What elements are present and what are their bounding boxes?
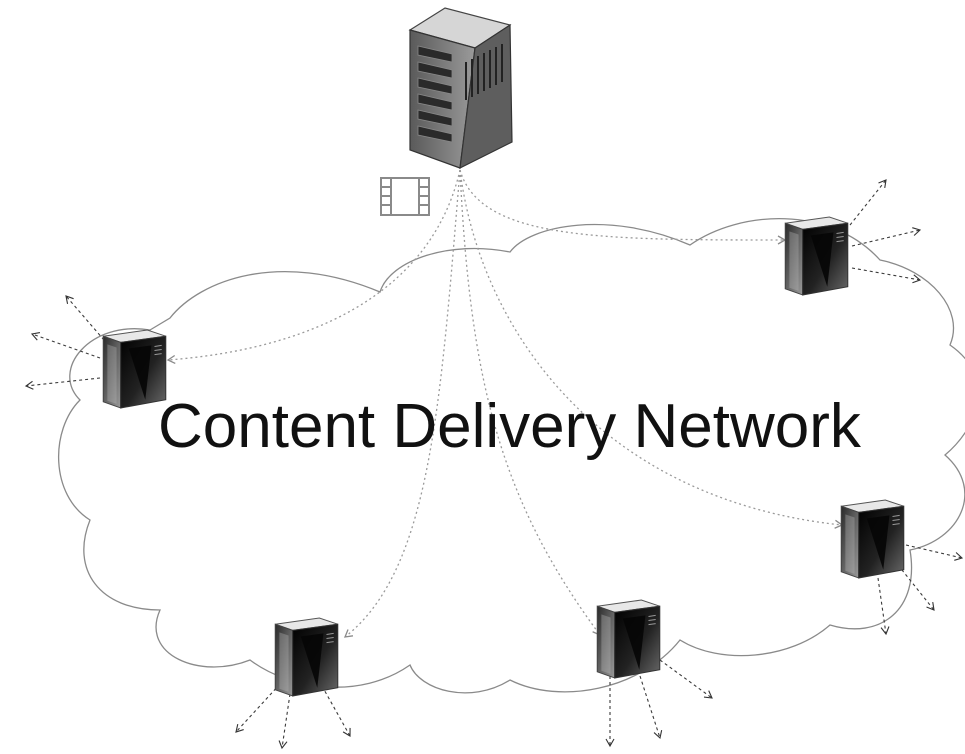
edge-server-right [840, 499, 964, 636]
diagram-title: Content Delivery Network [158, 392, 862, 461]
edge-server-left [24, 295, 167, 409]
tower-server-icon [596, 599, 661, 679]
cdn-cloud [57, 218, 965, 694]
tower-server-icon [274, 617, 339, 697]
distribution-arrow [166, 169, 461, 365]
film-strip-icon [380, 177, 430, 216]
edge-server-top-right [784, 179, 922, 296]
distribution-arrow [343, 169, 461, 638]
edge-server-bottom-middle [596, 599, 713, 748]
distribution-arrow [459, 169, 601, 637]
tower-server-icon [784, 216, 849, 296]
tower-server-icon [102, 329, 167, 409]
distribution-arrow [459, 169, 844, 529]
tower-server-icon [840, 499, 905, 579]
edge-server-bottom-left [235, 617, 351, 750]
distribution-arrows [166, 169, 844, 638]
rack-server-icon [408, 7, 513, 170]
